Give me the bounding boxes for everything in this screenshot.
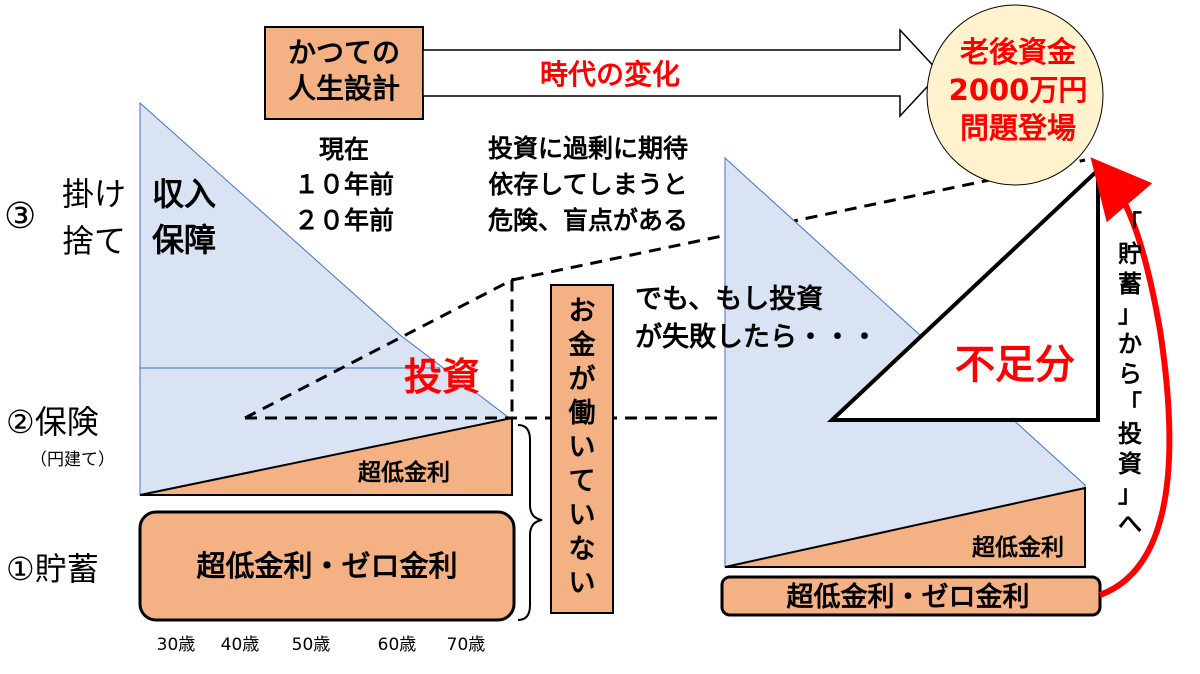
hoken-label: ②保険: [6, 403, 99, 441]
age-tick: 70歳: [447, 635, 486, 655]
income-protection-line: 保障: [152, 221, 216, 259]
money-char: が: [569, 363, 596, 395]
warning-line: 依存してしまうと: [488, 170, 687, 199]
age-tick: 30歳: [157, 635, 196, 655]
income-protection-line: 収入: [152, 175, 216, 213]
warning-line: 危険、盲点がある: [488, 206, 688, 235]
legend-ten: １０年前: [294, 170, 394, 199]
vertical-note-char: ら: [1118, 360, 1142, 388]
vertical-note-char: 」: [1118, 480, 1142, 508]
money-char: 金: [568, 329, 597, 361]
kakesute-num: ③: [4, 196, 36, 237]
investment-dashed-outline: [244, 277, 514, 420]
old-design-line: かつての: [288, 36, 400, 69]
left-low-zero-rate: 超低金利・ゼロ金利: [196, 549, 457, 583]
shortfall-triangle: [826, 165, 1100, 422]
legend-twenty: ２０年前: [294, 206, 394, 235]
money-char: て: [569, 466, 596, 497]
vertical-note-char: へ: [1118, 510, 1142, 538]
money-char: 働: [569, 398, 596, 429]
money-char: い: [569, 568, 596, 599]
goal-circle: [926, 4, 1104, 186]
left-savings-box: [138, 510, 516, 622]
money-char: い: [569, 500, 596, 531]
red-curved-arrow: [1090, 157, 1173, 598]
if-fail-line: が失敗したら・・・: [635, 321, 878, 353]
goal-line: 2000万円: [949, 73, 1088, 107]
vertical-note-char: 資: [1118, 450, 1142, 478]
vertical-note-char: 「: [1118, 390, 1142, 418]
legend-current: 現在: [319, 135, 369, 164]
age-tick: 60歳: [378, 635, 417, 655]
money-char: お: [569, 296, 596, 327]
age-tick: 40歳: [221, 635, 260, 655]
change-label: 時代の変化: [540, 58, 680, 91]
chochiku-label: ①貯蓄: [6, 550, 99, 588]
vertical-note-char: 貯: [1118, 240, 1142, 268]
age-tick: 50歳: [292, 635, 331, 655]
right-orange-wedge: [724, 486, 1086, 568]
change-arrow: [422, 28, 942, 118]
goal-line: 問題登場: [960, 111, 1076, 145]
curly-brace: [517, 424, 543, 621]
left-investment-label: 投資: [404, 355, 480, 399]
left-low-rate: 超低金利: [358, 459, 450, 486]
kakesute-line1: 掛け: [62, 175, 126, 213]
money-not-working-box: [550, 284, 614, 614]
vertical-note-char: 」: [1118, 300, 1142, 328]
old-design-line: 人生設計: [288, 72, 400, 105]
vertical-note-char: 「: [1118, 210, 1142, 238]
kakesute-line2: 捨て: [62, 222, 126, 260]
right-low-zero-rate: 超低金利・ゼロ金利: [787, 581, 1030, 613]
vertical-note-char: か: [1118, 330, 1142, 358]
hoken-sub: （円建て）: [30, 450, 115, 470]
right-low-rate: 超低金利: [972, 534, 1064, 561]
warning-line: 投資に過剰に期待: [488, 134, 688, 163]
right-savings-box: [720, 575, 1102, 617]
money-char: な: [569, 534, 596, 565]
vertical-note-char: 投: [1118, 420, 1142, 448]
goal-line: 老後資金: [960, 35, 1077, 69]
left-orange-wedge: [139, 416, 513, 496]
shortfall-label: 不足分: [955, 342, 1075, 388]
vertical-note-char: 蓄: [1118, 270, 1142, 298]
money-char: い: [569, 432, 596, 463]
if-fail-line: でも、もし投資: [635, 284, 823, 315]
